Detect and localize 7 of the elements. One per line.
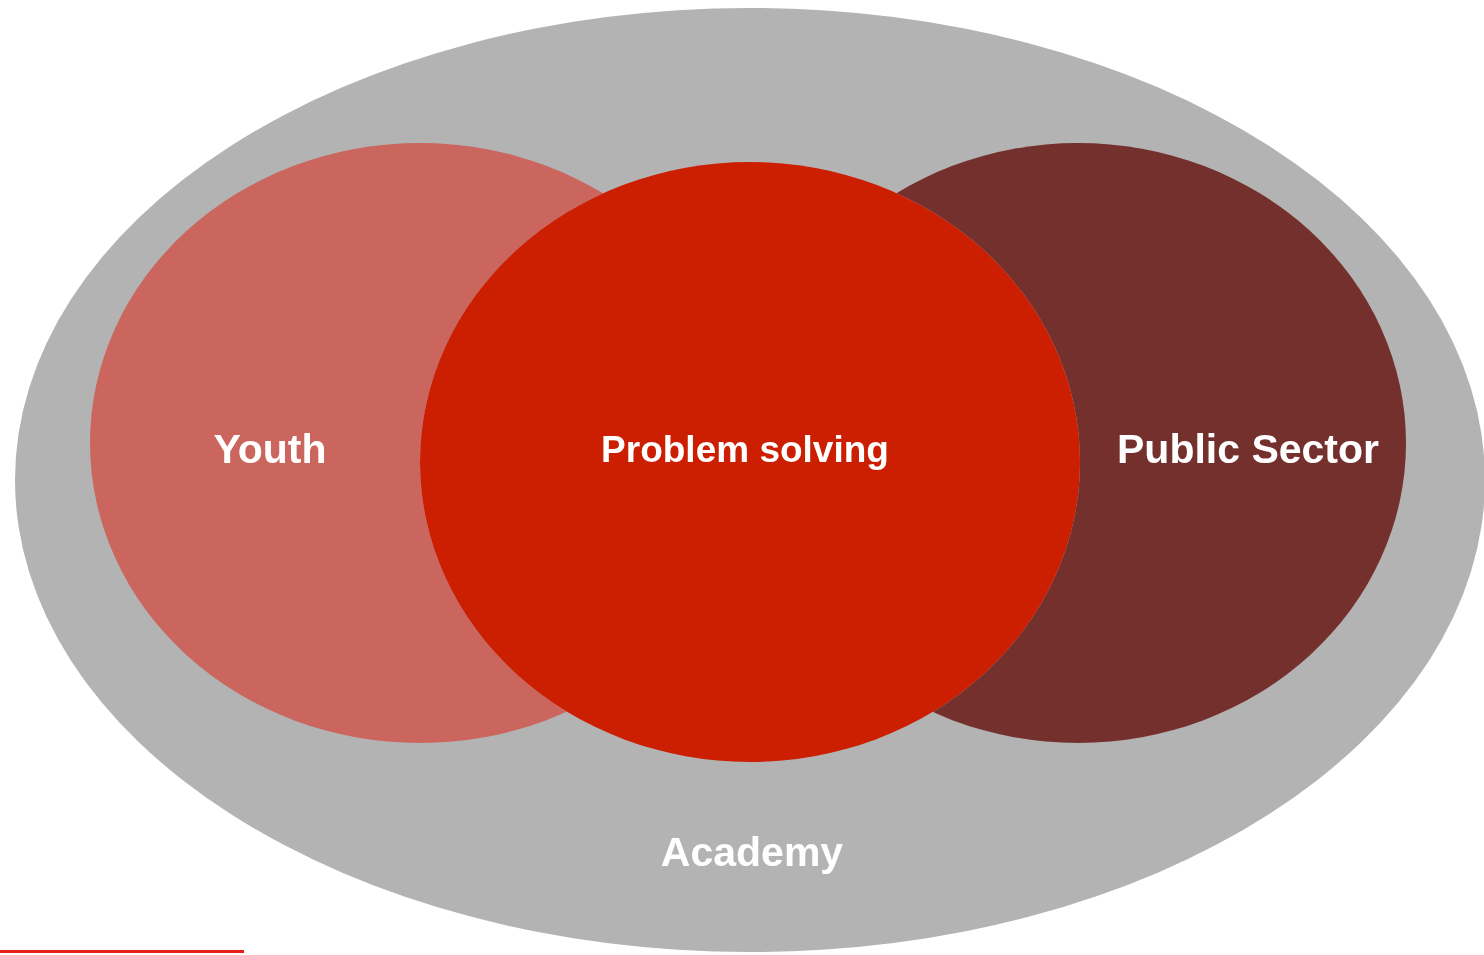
circle-label: Problem solving <box>601 429 889 471</box>
right-crescent <box>896 143 1406 743</box>
circle-label: Academy <box>660 830 844 876</box>
circle-label: Public Sector <box>1117 427 1379 473</box>
circle-label: Youth <box>213 427 327 473</box>
outer-ellipse <box>15 8 1484 952</box>
center-circle <box>420 162 1080 762</box>
